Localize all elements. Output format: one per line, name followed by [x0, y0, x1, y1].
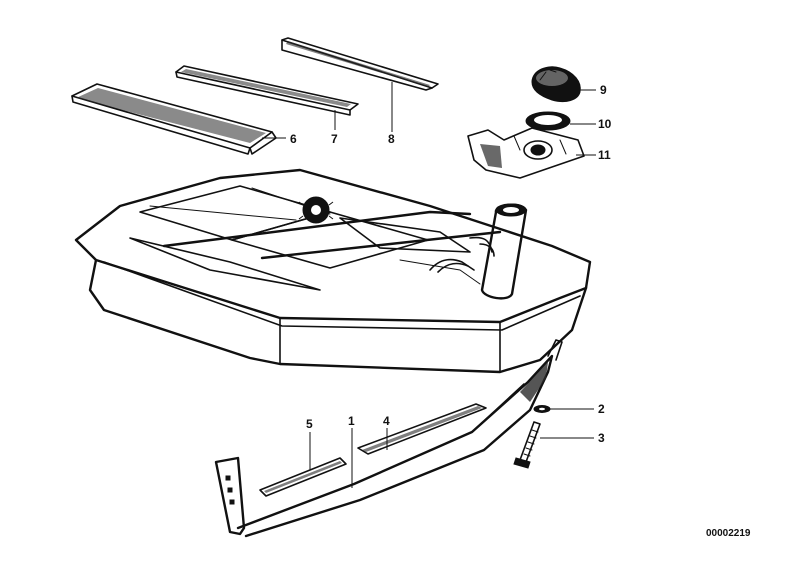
callout-2: 2	[598, 402, 605, 416]
part-4-pad	[357, 403, 487, 455]
part-2-washer	[533, 405, 551, 413]
part-7-strip	[175, 65, 359, 116]
fuel-tank	[74, 168, 592, 374]
sender-unit-flange	[298, 196, 334, 224]
leader-lines	[262, 82, 596, 488]
callout-7: 7	[331, 132, 338, 146]
part-1-tank-strap	[214, 339, 563, 538]
callout-10: 10	[598, 117, 612, 131]
part-9-cap	[531, 66, 581, 103]
part-5-pad	[259, 457, 347, 497]
part-11-bracket	[467, 127, 585, 179]
callout-5: 5	[306, 417, 313, 431]
part-8-strip	[281, 37, 439, 91]
callout-6: 6	[290, 132, 297, 146]
part-6-strip	[71, 83, 277, 155]
part-10-seal-ring	[525, 111, 571, 131]
callout-1: 1	[348, 414, 355, 428]
diagram-reference-number: 00002219	[706, 528, 751, 539]
callout-3: 3	[598, 431, 605, 445]
filler-neck	[480, 203, 528, 300]
callout-11: 11	[598, 148, 611, 162]
callout-9: 9	[600, 83, 607, 97]
callout-4: 4	[383, 414, 390, 428]
part-3-bolt	[513, 421, 541, 469]
callout-8: 8	[388, 132, 395, 146]
